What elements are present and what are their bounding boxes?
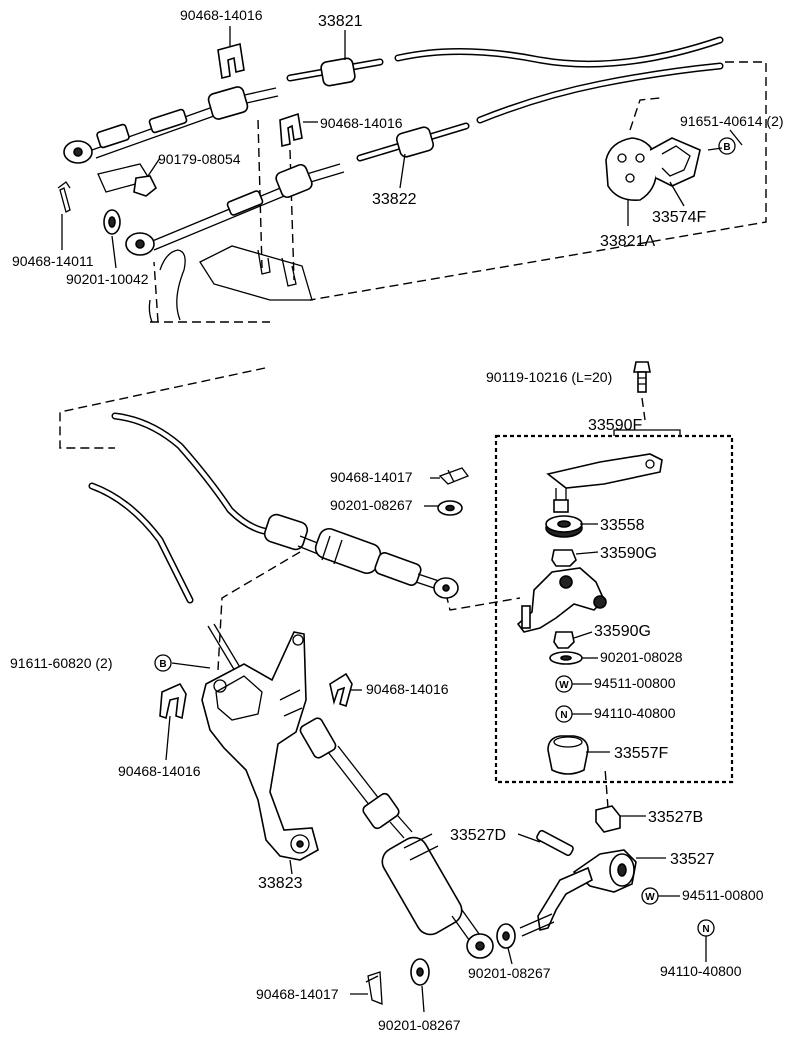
label-91651-40614: 91651-40614 (2) [680, 113, 784, 129]
label-90201-08267-b: 90201-08267 [468, 965, 551, 981]
label-33557F: 33557F [614, 745, 668, 762]
marker-b-top: B [723, 142, 730, 153]
label-90468-14017-b: 90468-14017 [256, 986, 339, 1002]
label-90201-08267-c: 90201-08267 [378, 1017, 461, 1033]
label-90201-08267-a: 90201-08267 [330, 497, 413, 513]
label-33590F: 33590F [588, 417, 642, 434]
shift-lever-assembly [154, 137, 736, 1013]
label-94110-40800-b: 94110-40800 [660, 963, 742, 979]
label-90468-14011: 90468-14011 [12, 253, 94, 269]
upper-cable-assembly [57, 26, 743, 323]
lower-cable-assembly [88, 412, 516, 1005]
label-94511-00800-a: 94511-00800 [594, 675, 676, 691]
label-33822: 33822 [372, 191, 417, 208]
marker-w-lower: W [645, 892, 655, 903]
spec-markers: B B W N W N [159, 142, 730, 935]
label-33527B: 33527B [648, 809, 703, 826]
marker-w-upper: W [559, 680, 569, 691]
marker-n-lower: N [702, 924, 709, 935]
label-33823: 33823 [258, 875, 303, 892]
label-33558: 33558 [600, 517, 645, 534]
label-33821: 33821 [318, 13, 363, 30]
label-90468-14016-left: 90468-14016 [118, 763, 201, 779]
label-90468-14016-right: 90468-14016 [366, 681, 449, 697]
label-33590G-b: 33590G [594, 623, 651, 640]
label-90468-14016-mid: 90468-14016 [320, 115, 403, 131]
label-90201-10042: 90201-10042 [66, 271, 149, 287]
label-90468-14017-a: 90468-14017 [330, 469, 413, 485]
label-33590G-a: 33590G [600, 545, 657, 562]
marker-n-upper: N [560, 710, 567, 721]
shift-bracket-33823 [159, 631, 353, 861]
part-labels: 90468-14016 33821 90468-14016 91651-4061… [10, 7, 784, 1033]
label-33821A: 33821A [600, 233, 655, 250]
label-94511-00800-b: 94511-00800 [682, 887, 764, 903]
label-90468-14016-top: 90468-14016 [180, 7, 263, 23]
label-33527: 33527 [670, 851, 715, 868]
marker-b-left: B [159, 659, 166, 670]
label-33527D: 33527D [450, 827, 506, 844]
label-33574F: 33574F [652, 209, 706, 226]
label-90119-10216: 90119-10216 (L=20) [486, 369, 612, 385]
label-90201-08028: 90201-08028 [600, 649, 683, 665]
label-90179-08054: 90179-08054 [158, 151, 241, 167]
label-94110-40800-a: 94110-40800 [594, 705, 676, 721]
label-91611-60820: 91611-60820 (2) [10, 655, 112, 671]
